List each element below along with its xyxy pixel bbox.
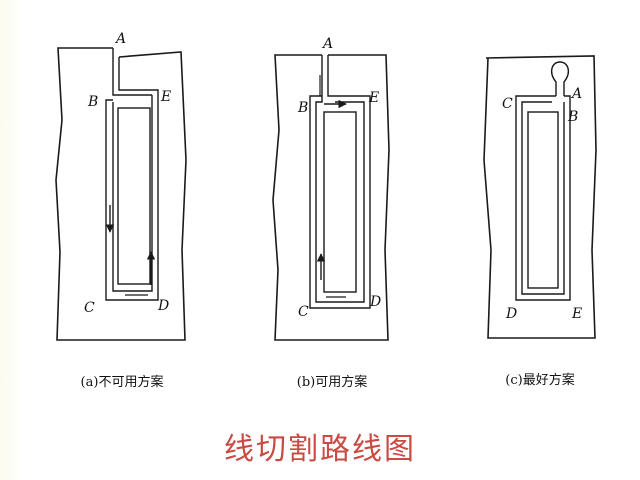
panel-a-label-a: A [114,31,126,47]
panel-c-entry-loop [550,61,570,96]
panel-b-label-d: D [369,294,381,310]
panel-c-cut-outer [515,95,571,301]
panel-a-kerf-outer [112,95,153,292]
panel-c-label-c: C [502,96,513,112]
panel-b-label-c: C [298,304,309,320]
panel-c-cut-inner [521,101,565,295]
panel-c-workpiece-outline [483,55,597,339]
panel-b-inner-part [323,111,357,293]
panel-b-cut-inner [309,55,371,309]
panel-b-cut-outer [315,55,365,303]
panel-c-label-e: E [571,306,582,322]
panel-a-entry-slit-left [112,48,152,96]
panel-b-workpiece-outline [272,54,390,341]
panel-a-entry-slit-right [105,57,159,301]
panel-b-label-a: A [321,36,333,52]
page-title: 线切割路线图 [224,432,416,467]
panel-b-label-b: B [297,100,308,116]
panel-a-caption: (a)不可用方案 [81,374,164,390]
panel-b: A B E C D (b)可用方案 [272,36,390,390]
panel-c-label-a: A [570,86,582,102]
panel-c-caption: (c)最好方案 [505,372,574,388]
panel-a-label-e: E [160,89,171,105]
panel-a-workpiece-outline [55,47,187,341]
panel-c: A B C D E (c)最好方案 [483,55,597,388]
panel-a: A B E C D (a)不可用方案 [55,31,187,390]
panel-a-label-d: D [157,298,169,314]
panel-a-label-c: C [84,300,95,316]
panel-a-inner-part [117,107,151,285]
panel-b-caption: (b)可用方案 [297,374,367,390]
panel-c-label-b: B [567,109,578,125]
wire-cut-diagrams: A B E C D (a)不可用方案 A B E C D (b)可用 [55,31,597,390]
panel-a-label-b: B [87,94,98,110]
panel-c-inner-part [527,111,559,289]
panel-c-label-d: D [505,306,517,322]
panel-b-label-e: E [368,90,379,106]
